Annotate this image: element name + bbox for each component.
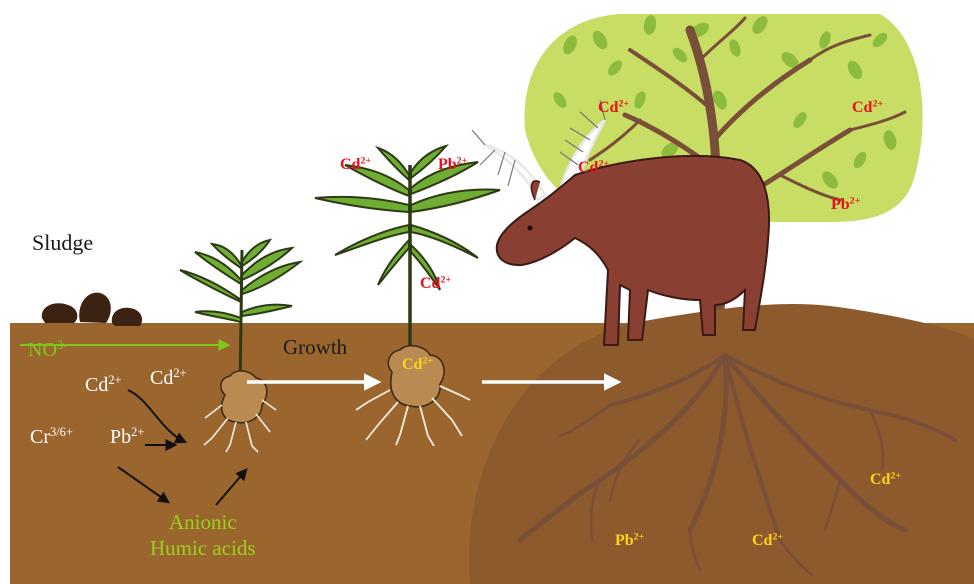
root-pb-ion: Pb2+ (615, 533, 644, 549)
tree-pb-ion: Pb2+ (831, 197, 860, 213)
sludge-label: Sludge (32, 232, 93, 254)
plant-pb-ion: Pb2+ (438, 157, 467, 173)
plant-cd-ion-1: Cd2+ (340, 157, 371, 173)
root-cd-ion-1: Cd2+ (870, 472, 901, 488)
sludge-lumps (42, 293, 142, 326)
nitrate-label: NO3- (28, 340, 67, 360)
growth-label: Growth (283, 337, 347, 358)
humic-acids-label: AnionicHumic acids (150, 509, 256, 562)
tree-cd-ion-3: Cd2+ (578, 160, 609, 176)
soil-cd-ion-1: Cd2+ (85, 375, 122, 395)
soil-cd-ion-2: Cd2+ (150, 368, 187, 388)
soil-pb-ion: Pb2+ (110, 427, 144, 447)
root-cd-ion-2: Cd2+ (752, 533, 783, 549)
tuber-cd-ion: Cd2+ (402, 357, 433, 373)
tree-cd-ion-1: Cd2+ (598, 100, 629, 116)
plant-cd-ion-2: Cd2+ (420, 276, 451, 292)
chromium-ion-label: Cr3/6+ (30, 427, 73, 447)
tree-cd-ion-2: Cd2+ (852, 100, 883, 116)
